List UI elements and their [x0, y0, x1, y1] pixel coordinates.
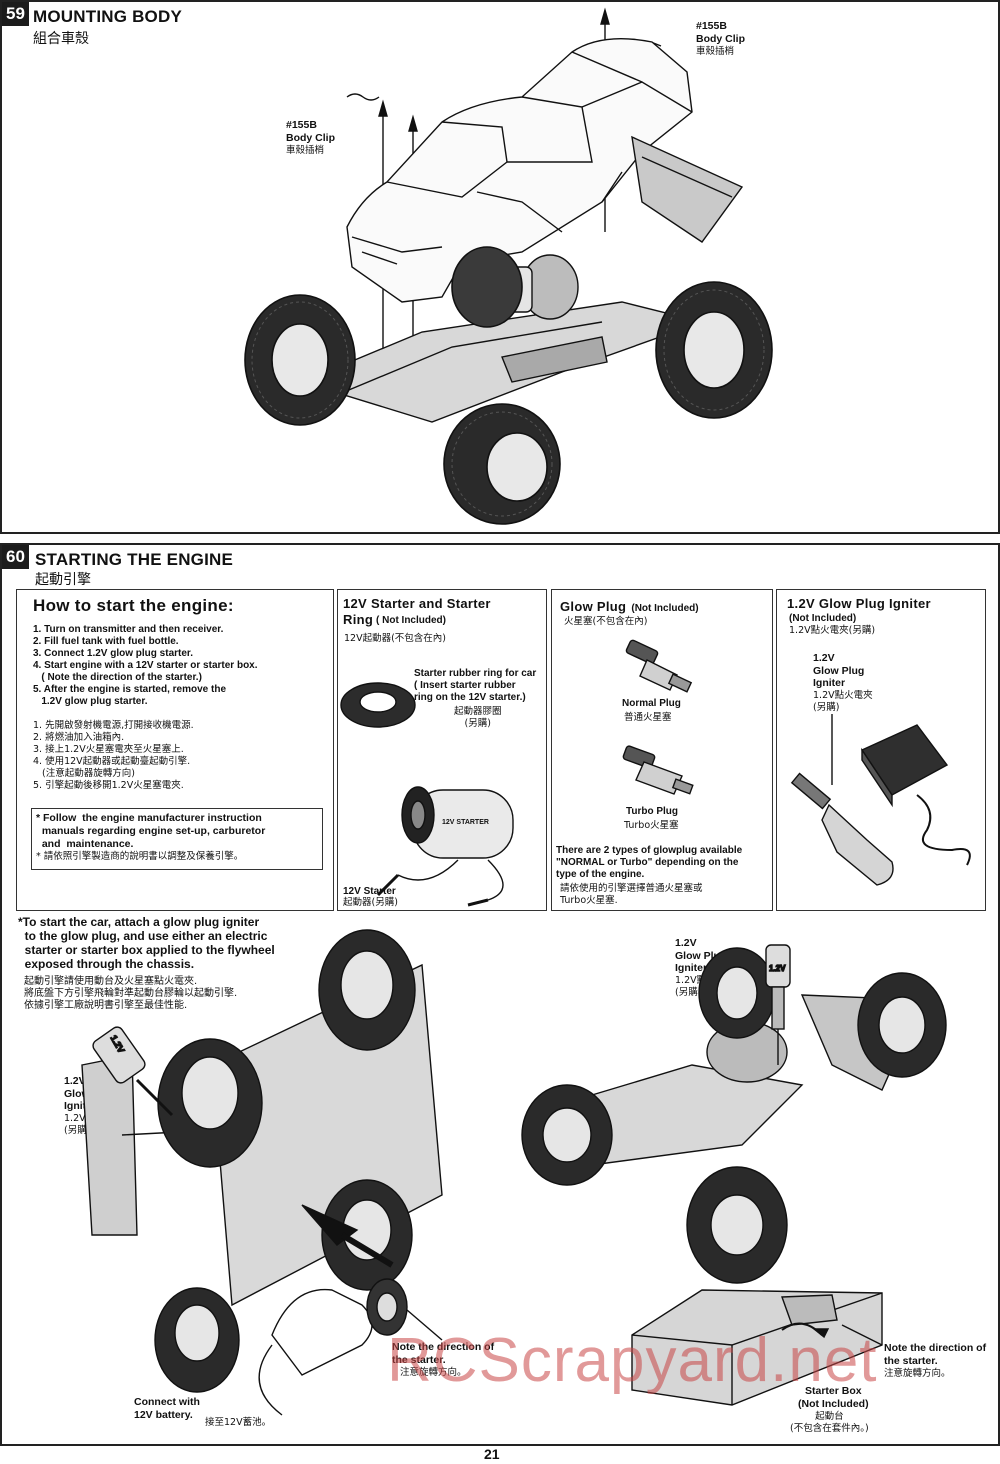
step-number: 60	[2, 545, 29, 569]
starter-not-included: ( Not Included)	[376, 615, 446, 626]
step-item: ( Note the direction of the starter.)	[33, 672, 202, 683]
step-title-zh: 起動引擎	[35, 572, 91, 588]
maintenance-note-box: * Follow the engine manufacturer instruc…	[31, 808, 323, 870]
step-item-zh: 3. 接上1.2V火星塞電夾至火星塞上.	[33, 744, 184, 755]
step-60-panel: 60 STARTING THE ENGINE 起動引擎 How to start…	[0, 543, 1000, 1446]
turbo-plug-label: Turbo Plug	[626, 806, 679, 817]
igniter-box: 1.2V Glow Plug Igniter (Not Included) 1.…	[776, 589, 986, 911]
step-item: 1.2V glow plug starter.	[33, 696, 148, 707]
glow-plug-illustration	[622, 639, 694, 795]
glow-plug-note: There are 2 types of glowplug available …	[556, 845, 743, 880]
step-item: 4. Start engine with a 12V starter or st…	[33, 660, 258, 671]
starter-ring-zh: 起動器膠圈 (另購)	[454, 706, 502, 729]
starter-heading: 12V Starter and Starter Ring	[343, 596, 491, 627]
direction-note-left-zh: 注意旋轉方向。	[400, 1367, 467, 1378]
step-title-zh: 組合車殼	[33, 31, 89, 47]
glow-plug-zh: 火星塞(不包含在內)	[564, 616, 648, 627]
igniter-illustration	[790, 714, 971, 886]
turbo-plug-zh: Turbo火星塞	[624, 820, 679, 831]
page-number: 21	[484, 1446, 500, 1462]
step-item: 1. Turn on transmitter and then receiver…	[33, 624, 224, 635]
igniter-label-zh: 1.2V點火電夾 (另購)	[813, 690, 873, 713]
glow-plug-box: Glow Plug (Not Included) 火星塞(不包含在內) Norm…	[551, 589, 773, 911]
normal-plug-zh: 普通火星塞	[624, 712, 672, 723]
starter-label: 12V Starter	[343, 886, 396, 897]
direction-note-right-zh: 注意旋轉方向。	[884, 1368, 951, 1379]
how-to-start-box: How to start the engine: 1. Turn on tran…	[16, 589, 334, 911]
glow-plug-title-row: Glow Plug (Not Included)	[560, 596, 699, 615]
step-item: 5. After the engine is started, remove t…	[33, 684, 227, 695]
right-igniter-cap: 1.2V	[769, 964, 786, 973]
igniter-label: 1.2V Glow Plug Igniter	[813, 652, 865, 689]
starter-product-text: 12V STARTER	[442, 819, 489, 826]
how-to-heading: How to start the engine:	[33, 596, 234, 615]
body-clip-left-name: Body Clip	[286, 132, 335, 144]
body-clip-right-zh: 車殼插梢	[696, 46, 735, 57]
step-item-zh: (注意起動器旋轉方向)	[33, 768, 135, 779]
step-59-panel: 59 MOUNTING BODY 組合車殼 #155B Body Clip 車殼…	[0, 0, 1000, 534]
start-instruction: *To start the car, attach a glow plug ig…	[18, 915, 275, 971]
step-title: STARTING THE ENGINE	[35, 550, 234, 569]
starter-label-zh: 起動器(另購)	[343, 897, 398, 908]
step-title: MOUNTING BODY	[33, 7, 182, 26]
starter-illustration: 12V STARTER	[340, 682, 514, 907]
step-item: 3. Connect 1.2V glow plug starter.	[33, 648, 194, 659]
body-clip-right-part: #155B	[696, 20, 727, 32]
body-clip-left-zh: 車殼插梢	[286, 145, 325, 156]
steps-chinese-list: 1. 先開啟發射機電源,打開接收機電源. 2. 將燃油加入油箱內. 3. 接上1…	[33, 720, 194, 792]
starter-box: 12V Starter and Starter Ring ( Not Inclu…	[337, 589, 547, 911]
starter-box-label: Starter Box (Not Included)	[798, 1385, 869, 1410]
glow-plug-heading: Glow Plug	[560, 599, 627, 614]
step-item: 2. Fill fuel tank with fuel bottle.	[33, 636, 179, 647]
step-item-zh: 5. 引擎起動後移開1.2V火星塞電夾.	[33, 780, 184, 791]
igniter-not-included: (Not Included)	[789, 613, 857, 624]
maintenance-note-zh: * 請依照引擎製造商的說明書以調整及保養引擎。	[36, 851, 244, 862]
battery-label-zh: 接至12V蓄池。	[205, 1417, 272, 1428]
direction-note-left: Note the direction of the starter.	[392, 1341, 495, 1366]
step-item-zh: 4. 使用12V起動器或起動臺起動引擎.	[33, 756, 191, 767]
watermark: RCScrapyard.net	[387, 1326, 878, 1395]
igniter-heading: 1.2V Glow Plug Igniter	[787, 596, 931, 611]
body-clip-left-part: #155B	[286, 119, 317, 131]
starting-engine-illustration: 1.2V	[81, 929, 947, 1416]
step-number: 59	[2, 2, 29, 26]
igniter-zh: 1.2V點火電夾(另購)	[789, 625, 876, 636]
start-instruction-zh: 起動引擎請使用動台及火星塞點火電夾. 將底盤下方引擎飛輪對準起動台膠輪以起動引擎…	[24, 976, 238, 1011]
starter-box-label-zh: 起動台 (不包含在套件內。)	[790, 1411, 869, 1434]
truck-body-mounting-illustration	[244, 7, 773, 525]
maintenance-note: * Follow the engine manufacturer instruc…	[36, 812, 266, 850]
normal-plug-label: Normal Plug	[622, 698, 681, 709]
body-clip-right-name: Body Clip	[696, 33, 745, 45]
glow-plug-not-included: (Not Included)	[631, 603, 699, 614]
step-item-zh: 2. 將燃油加入油箱內.	[33, 732, 125, 743]
battery-label: Connect with 12V battery.	[134, 1396, 200, 1421]
direction-note-right: Note the direction of the starter.	[884, 1342, 987, 1367]
starter-ring-label: Starter rubber ring for car ( Insert sta…	[414, 668, 537, 703]
starter-zh: 12V起動器(不包含在內)	[344, 633, 446, 644]
glow-plug-note-zh: 請依使用的引擎選擇普通火星塞或 Turbo火星塞.	[560, 883, 703, 906]
steps-english-list: 1. Turn on transmitter and then receiver…	[33, 624, 258, 708]
step-item-zh: 1. 先開啟發射機電源,打開接收機電源.	[33, 720, 194, 731]
